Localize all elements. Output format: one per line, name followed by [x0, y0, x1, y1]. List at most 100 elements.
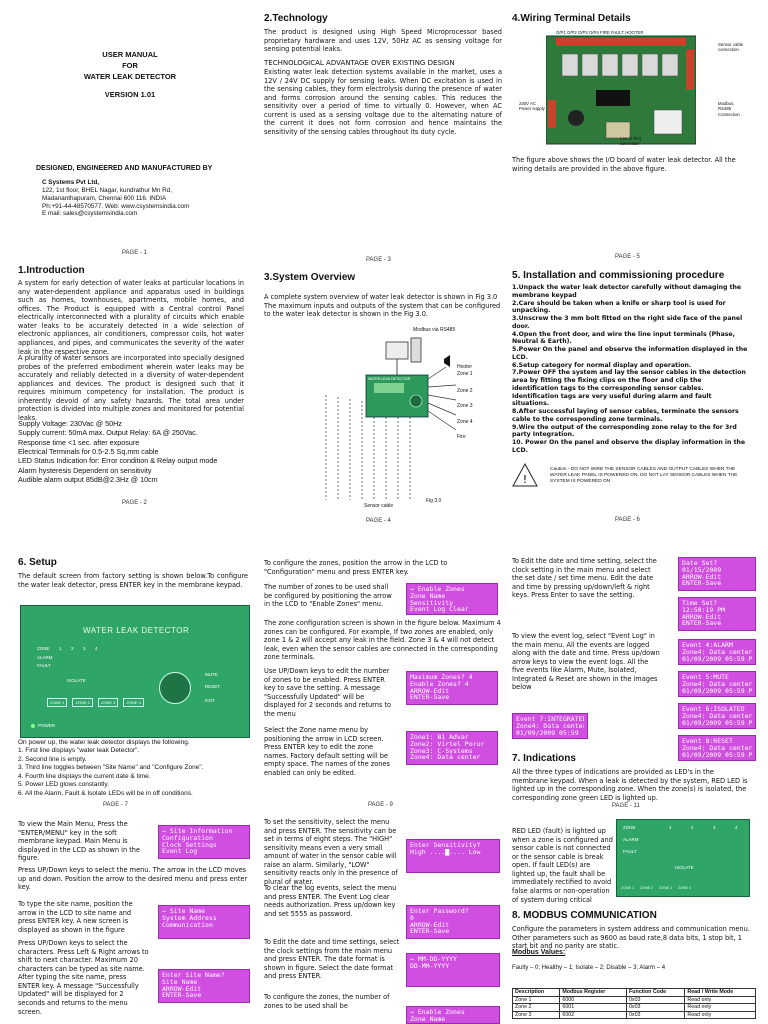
page-number: PAGE - 11	[612, 803, 640, 809]
zone-4-label: Zone 4	[457, 419, 473, 425]
section-heading: 8. MODBUS COMMUNICATION	[512, 910, 657, 921]
page-12: RED LED (fault) is lighted up when a zon…	[511, 815, 768, 1024]
technology-para: The product is designed using High Speed…	[264, 28, 502, 54]
table-cell: 6002	[559, 1010, 627, 1020]
page-number: PAGE - 7	[103, 802, 128, 808]
zone-1-num: 1	[669, 825, 672, 830]
power-label: POWER	[38, 723, 56, 728]
sensor-cable-lines	[325, 395, 411, 500]
computer-icon	[385, 341, 409, 360]
capacitor	[568, 110, 584, 126]
cpu-tower-icon	[410, 337, 422, 363]
column-header: Read / Write Mode	[684, 988, 756, 997]
zone-3-num: 3	[713, 825, 716, 830]
panel-title: WATER LEAK DETECTOR	[83, 626, 190, 635]
zone-1-num: 1	[59, 646, 62, 651]
company-address: C Systems Pvt Ltd, 122, 1st floor, BHEL …	[42, 179, 190, 218]
zone-2-button[interactable]: ZONE 2	[639, 886, 653, 890]
fault-led-para: RED LED (fault) is lighted up when a zon…	[512, 827, 613, 904]
zone-3-button[interactable]: ZONE 3	[658, 886, 672, 890]
intro-para-2: A plurality of water sensors are incorpo…	[18, 354, 244, 422]
installation-steps: 1.Unpack the water leak detector careful…	[512, 284, 748, 454]
microcontroller-chip	[596, 90, 630, 106]
column-header: Modbus Register	[559, 988, 627, 997]
table-cell: Zone 3	[511, 1010, 561, 1020]
table-row: Zone 3 6002 0x03 Read only	[511, 1010, 756, 1020]
page-10: To set the sensitivity, select the menu …	[256, 815, 512, 1024]
section-heading: 2.Technology	[264, 13, 328, 24]
section-heading: 4.Wiring Terminal Details	[512, 13, 631, 24]
modbus-values-heading: Modbus Values:	[512, 949, 566, 956]
zone-3-label: Zone 3	[457, 403, 473, 409]
table-cell: Zone 2	[511, 1003, 561, 1012]
table-header-row: Description Modbus Register Function Cod…	[511, 988, 756, 997]
sensitivity-para: To set the sensitivity, select the menu …	[264, 818, 398, 886]
table-cell: 6000	[559, 995, 627, 1005]
zone-1-button[interactable]: ZONE 1	[621, 886, 634, 890]
table-cell: Read only	[684, 1010, 756, 1020]
enable-zones-lcd: → Enable Zones Zone Name	[406, 1006, 500, 1024]
zone-1-button[interactable]: ZONE 1	[47, 698, 68, 707]
output-wires	[427, 366, 457, 431]
page-5: 4.Wiring Terminal Details O/P1 O/P2 O/P3…	[512, 0, 768, 265]
zone-4-button[interactable]: ZONE 4	[677, 886, 691, 890]
table-cell: Read only	[684, 995, 756, 1005]
zone-config-para: The zone configuration screen is shown i…	[264, 619, 501, 662]
password-lcd: Enter Password? 0 ARROW-Edit ENTER-Save	[406, 905, 500, 939]
enable-zones-para: Use UP/Down keys to edit the number of z…	[264, 667, 392, 718]
intro-para-1: A system for early detection of water le…	[18, 279, 244, 356]
event-log-para: To view the event log, select "Event Log…	[512, 632, 660, 692]
zone-2-button[interactable]: ZONE 2	[72, 698, 93, 707]
power-supply-label: 230V AC Power supply	[519, 101, 545, 112]
column-header: Description	[511, 988, 561, 997]
indication-panel: ZONE ALARM FAULT 1 2 3 4 ISOLATE ZONE 1 …	[616, 819, 750, 897]
zone-3-button[interactable]: ZONE 3	[97, 698, 119, 707]
reset-button[interactable]: RESET	[205, 684, 221, 689]
transformer	[653, 109, 683, 135]
zone-name-para: Select the Zone name menu by positioning…	[264, 726, 390, 777]
modbus-register-table: Description Modbus Register Function Cod…	[511, 988, 756, 1020]
mute-button[interactable]: MUTE	[205, 672, 218, 677]
section-heading: 6. Setup	[18, 557, 57, 568]
spec-list: Supply Voltage: 230Vac @ 50Hz Supply cur…	[18, 419, 218, 485]
isolate-label: ISOLATE	[675, 865, 694, 870]
page-11: To Edit the date and time setting, selec…	[512, 553, 768, 811]
svg-text:!: !	[523, 473, 527, 486]
sensitivity-lcd: Enter Sensitivity? High ....█.... Low	[406, 839, 500, 873]
configure-zones-para: To configure the zones, the number of zo…	[264, 993, 390, 1010]
zone-buttons-row: ZONE 1 ZONE 2 ZONE 3 ZONE 4	[621, 886, 691, 890]
number-of-zones-para: The number of zones to be used shall be …	[264, 583, 392, 609]
arrow-keypad[interactable]	[159, 672, 191, 704]
power-led-icon	[31, 724, 35, 728]
table-cell: 6001	[559, 1003, 627, 1012]
relays	[561, 53, 679, 77]
panel-lcd	[374, 383, 404, 393]
site-info-lcd: → Site Name System Address Communication	[158, 905, 250, 939]
version: VERSION 1.01	[104, 89, 156, 99]
indications-para: All the three types of indications are p…	[512, 768, 748, 802]
site-name-lcd: Enter Site Name?Site Name ARROW-Edit ENT…	[158, 969, 250, 1003]
board-top-label: O/P1 O/P2 O/P3 O/P4 FIRE FAULT HOOTER	[556, 30, 644, 35]
sensor-cable-label: Sensor cable	[364, 503, 394, 509]
configure-zones-para: To configure the zones, position the arr…	[264, 559, 448, 576]
characters-para: Press UP/Down keys to select the charact…	[18, 939, 149, 1016]
technology-subhead: TECHNOLOGICAL ADVANTAGE OVER EXISTING DE…	[264, 59, 455, 67]
date-set-lcd: Date Set? 01/15/2009 ARROW-Edit ENTER-Sa…	[678, 557, 756, 591]
page-3: 2.Technology The product is designed usi…	[256, 0, 512, 265]
section-heading: 3.System Overview	[264, 272, 356, 283]
advantage-para: Existing water leak detection systems av…	[264, 68, 502, 136]
exit-button[interactable]: EXIT	[205, 698, 216, 703]
zone-2-num: 2	[71, 646, 74, 651]
setup-para: The default screen from factory setting …	[18, 572, 248, 589]
configuration-lcd: → Enable Zones Zone Name Sensitivity Eve…	[406, 583, 498, 615]
zone-4-button[interactable]: ZONE 4	[123, 698, 144, 707]
lan-connector	[605, 121, 631, 139]
fault-label: FAULT	[623, 849, 637, 854]
modbus-values: Faulty – 0; Healthy – 1; Isolate – 2; Di…	[512, 965, 666, 971]
page-number: PAGE - 2	[122, 500, 147, 506]
table-cell: 0x03	[625, 1010, 686, 1020]
page-number: PAGE - 4	[366, 518, 391, 524]
